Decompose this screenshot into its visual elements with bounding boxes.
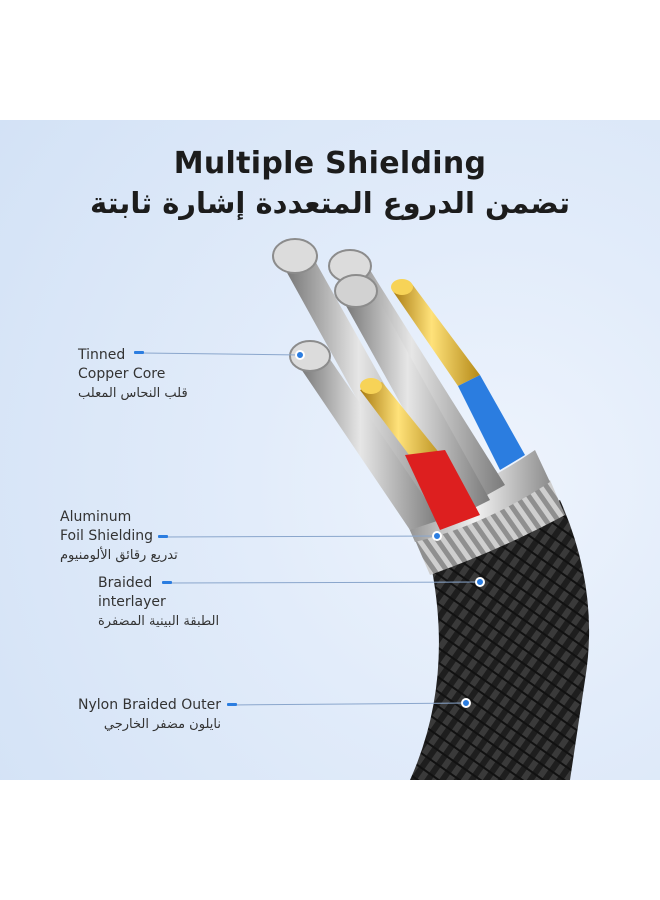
callout-arabic: قلب النحاس المعلب — [78, 386, 188, 401]
title-arabic: تضمن الدروع المتعددة إشارة ثابتة — [90, 186, 570, 220]
braided-interlayer — [415, 480, 565, 575]
callout-lines — [141, 352, 481, 706]
callout-markers — [134, 350, 485, 708]
callout-line-1: Braided — [98, 575, 153, 591]
callout-line-1: Nylon Braided Outer — [78, 697, 221, 713]
callout-line-1: Tinned — [78, 347, 126, 363]
callout-arabic: الطبقة البينية المضفرة — [98, 614, 220, 629]
cable-illustration — [134, 238, 590, 780]
callout-arabic: تدريع رقائق الألومنيوم — [60, 548, 178, 563]
callout-tinned-copper-core: Tinned Copper Core قلب النحاس المعلب — [78, 346, 188, 403]
callout-nylon-outer: Nylon Braided Outer نايلون مضفر الخارجي — [78, 696, 221, 734]
callout-line-2: interlayer — [98, 594, 166, 610]
title-english: Multiple Shielding — [173, 146, 487, 181]
product-image-panel: Multiple Shielding تضمن الدروع المتعددة … — [0, 120, 660, 780]
callout-braided-interlayer: Braided interlayer الطبقة البينية المضفر… — [98, 574, 219, 631]
callout-arabic: نايلون مضفر الخارجي — [103, 717, 221, 732]
callout-line-1: Aluminum — [60, 509, 132, 525]
nylon-outer-jacket — [410, 500, 590, 780]
callout-aluminum-foil: Aluminum Foil Shielding تدريع رقائق الأل… — [60, 508, 178, 565]
callout-line-2: Copper Core — [78, 366, 166, 382]
insulated-conductors — [360, 279, 525, 530]
callout-line-2: Foil Shielding — [60, 528, 154, 544]
